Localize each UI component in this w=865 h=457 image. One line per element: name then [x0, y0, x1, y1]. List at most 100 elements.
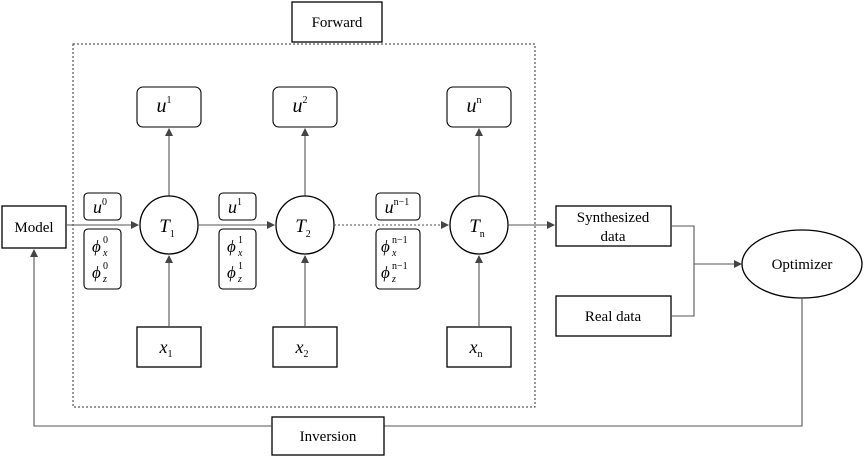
state-0-u-sup: 0 [102, 197, 107, 208]
state-1-phi-z-sup: 1 [238, 261, 243, 272]
inversion-box [271, 416, 385, 456]
state-n-phi-z-sub: z [391, 274, 396, 285]
input-xn-sub: n [478, 349, 483, 360]
state-n-phi-box [375, 228, 421, 290]
state-0-phi-x-sup: 0 [103, 235, 108, 246]
svg-text:x1: x1 [159, 337, 173, 360]
connector-bracket [671, 225, 695, 317]
output-u1-base: u [157, 95, 167, 117]
operator-tn-sub: n [480, 229, 485, 240]
state-0-phi-z-sub: z [102, 274, 107, 285]
state-1-phi-x-sup: 1 [238, 235, 243, 246]
state-group-0: u0 ϕ 0 x ϕ 0 z [83, 192, 122, 290]
svg-text:u0: u0 [93, 197, 107, 217]
model-label: Model [14, 220, 53, 236]
svg-text:un−1: un−1 [385, 197, 410, 217]
svg-text:u2: u2 [293, 95, 308, 117]
inversion-label: Inversion [300, 429, 357, 445]
forward-label-box [291, 1, 383, 43]
state-n-u-sup: n−1 [394, 197, 410, 208]
output-un-base: u [467, 95, 477, 117]
operator-tn-base: T [469, 216, 481, 237]
state-1-phi-z: ϕ [227, 263, 236, 282]
state-n-phi-x-sub: x [391, 248, 397, 259]
svg-text:u1: u1 [157, 95, 172, 117]
operator-t2-sub: 2 [306, 229, 311, 240]
output-un-box [446, 86, 512, 128]
state-1-phi-z-sub: z [237, 274, 242, 285]
state-n-u-base: u [385, 197, 394, 217]
state-n-u-box [375, 192, 421, 221]
svg-text:Tn: Tn [469, 216, 485, 240]
svg-text:x2: x2 [295, 337, 309, 360]
state-n-phi-z-sup: n−1 [392, 261, 408, 272]
synthesized-label-line2: data [601, 229, 626, 245]
state-n-phi-z: ϕ [381, 263, 390, 282]
real-data-box [555, 295, 672, 337]
input-x1-sub: 1 [168, 349, 173, 360]
operator-t1-base: T [159, 216, 171, 237]
svg-text:ϕ: ϕ [381, 237, 390, 256]
state-0-u-base: u [93, 197, 102, 217]
optimizer-label: Optimizer [772, 257, 833, 273]
output-u1-box [136, 86, 202, 128]
state-n-phi-x-sup: n−1 [392, 235, 408, 246]
output-u2-base: u [293, 95, 303, 117]
input-x2: x2 [272, 326, 338, 368]
input-x1-box [136, 326, 202, 368]
forward-label: Forward [312, 15, 363, 31]
state-0-u-box [83, 192, 122, 221]
operator-t2: T2 [275, 195, 335, 255]
input-xn: xn [446, 326, 512, 368]
input-x2-base: x [295, 337, 304, 357]
state-1-phi-x-sub: x [237, 248, 243, 259]
state-1-phi-box [218, 228, 257, 290]
output-u2-box [272, 86, 338, 128]
svg-text:T1: T1 [159, 216, 175, 240]
feedback-line-right [384, 298, 803, 427]
output-un: un [446, 86, 512, 128]
real-data-label: Real data [585, 309, 642, 325]
synthesized-label-line1: Synthesized [577, 210, 650, 226]
output-u2-sup: 2 [303, 95, 308, 106]
output-un-sup: n [477, 95, 482, 106]
model-box [1, 205, 67, 249]
state-0-phi-box [83, 228, 122, 290]
output-u2: u2 [272, 86, 338, 128]
svg-text:T2: T2 [295, 216, 311, 240]
state-0-phi-z: ϕ [92, 263, 101, 282]
operator-t1-sub: 1 [170, 229, 175, 240]
operator-t1: T1 [139, 195, 199, 255]
svg-text:xn: xn [469, 337, 483, 360]
svg-text:ϕ: ϕ [92, 237, 101, 256]
svg-text:ϕ: ϕ [227, 237, 236, 256]
state-0-phi-z-sup: 0 [103, 261, 108, 272]
input-x2-sub: 2 [304, 349, 309, 360]
state-1-u-base: u [228, 197, 237, 217]
input-x2-box [272, 326, 338, 368]
state-1-u-sup: 1 [237, 197, 242, 208]
state-group-n: un−1 ϕ n−1 x ϕ n−1 z [375, 192, 421, 290]
svg-text:ϕ: ϕ [227, 263, 236, 282]
svg-text:ϕ: ϕ [92, 263, 101, 282]
state-1-phi-x: ϕ [227, 237, 236, 256]
output-u1-sup: 1 [167, 95, 172, 106]
svg-text:un: un [467, 95, 482, 117]
state-group-1: u1 ϕ 1 x ϕ 1 z [218, 192, 257, 290]
state-0-phi-x: ϕ [92, 237, 101, 256]
synthesized-data-box [555, 205, 672, 247]
operator-tn: Tn [449, 195, 509, 255]
svg-text:u1: u1 [228, 197, 242, 217]
feedback-arrow-to-model [30, 249, 272, 427]
output-u1: u1 [136, 86, 202, 128]
input-xn-box [446, 326, 512, 368]
svg-text:ϕ: ϕ [381, 263, 390, 282]
state-0-phi-x-sub: x [102, 248, 108, 259]
operator-t2-base: T [295, 216, 307, 237]
input-xn-base: x [469, 337, 478, 357]
state-n-phi-x: ϕ [381, 237, 390, 256]
input-x1: x1 [136, 326, 202, 368]
input-x1-base: x [159, 337, 168, 357]
state-1-u-box [218, 192, 257, 221]
